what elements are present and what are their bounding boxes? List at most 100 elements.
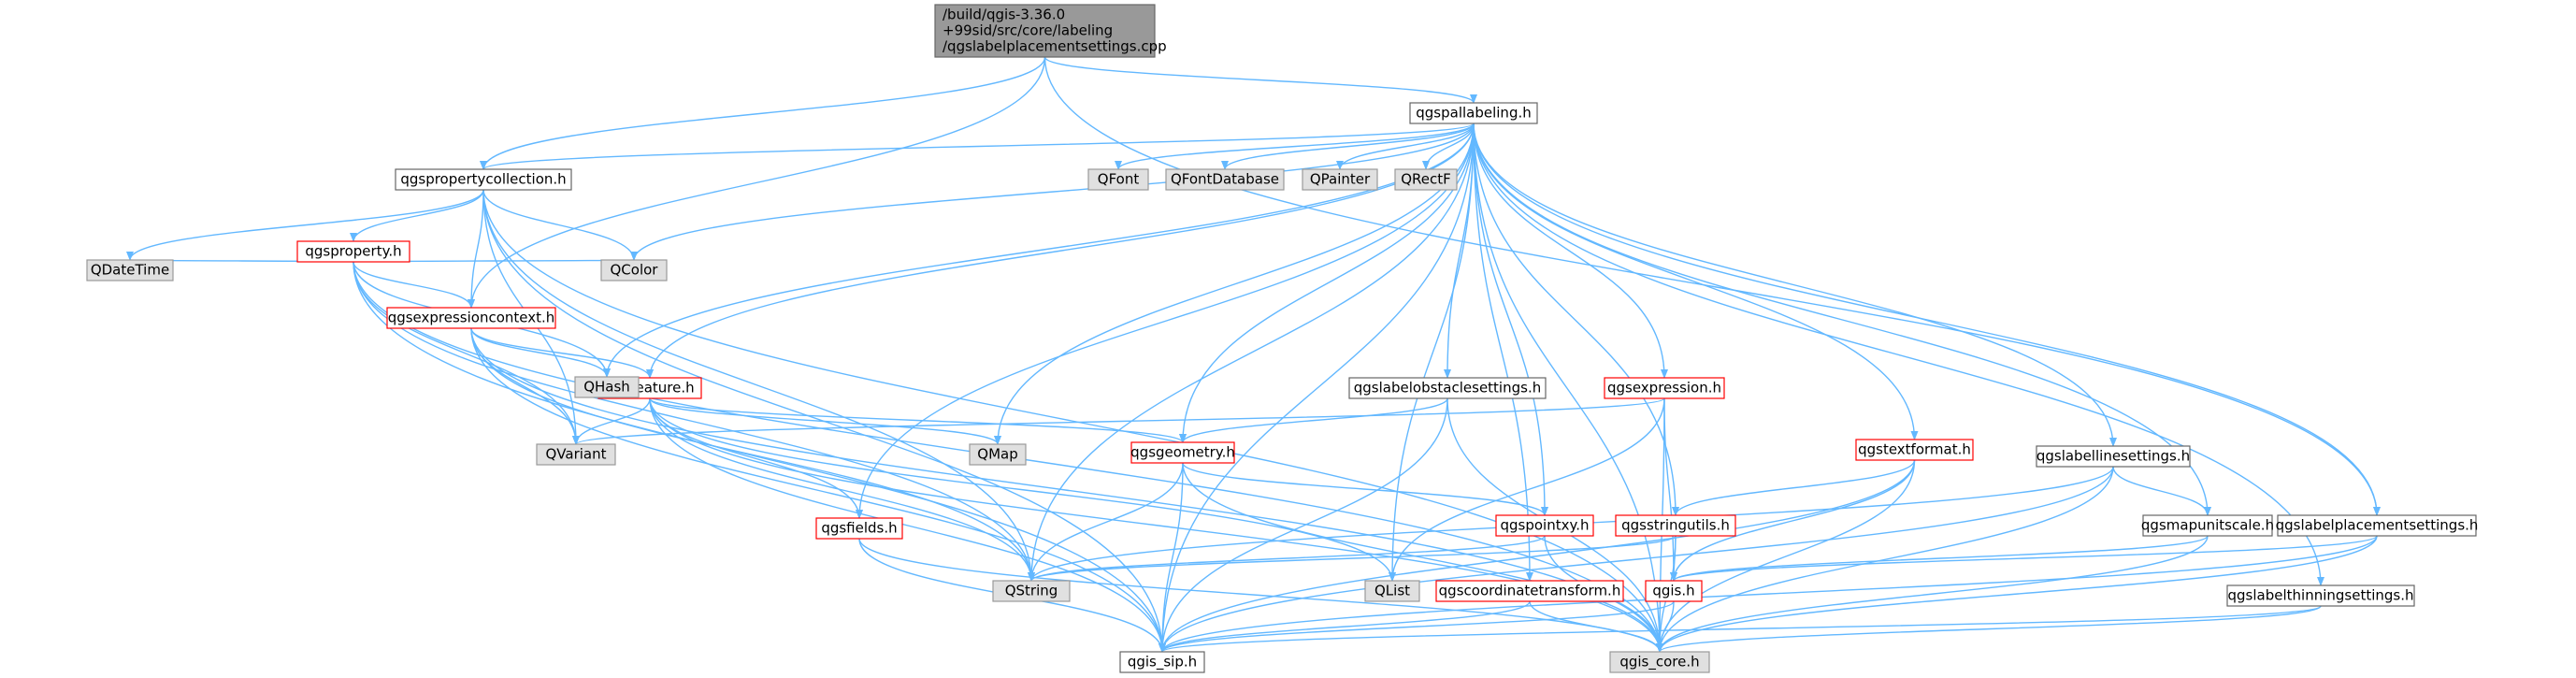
node-box [86,259,174,281]
edge-qgsgeometry-to-qgis_sip [1158,462,1184,653]
node-box [386,307,556,329]
edge-qgstextformat-to-qgis_sip [1158,459,1916,653]
edge-qgstextformat-to-qgis_core [1656,459,1916,653]
edge-qgscoordinatetransform-to-qgis_core [1529,600,1663,653]
node-qgsgeometry[interactable]: qgsgeometry.h [1130,441,1235,464]
edge-qgspropertycollection-to-QString [482,189,1035,582]
node-label: qgsexpressioncontext.h [388,310,555,326]
node-label: QRectF [1401,171,1451,188]
node-qpainter[interactable]: QPainter [1302,168,1378,191]
edge-qgspallabeling-to-qgsfeature [646,123,1475,379]
node-qgslabelobstaclesettings[interactable]: qgslabelobstaclesettings.h [1348,377,1547,399]
node-qhash[interactable]: QHash [574,376,640,398]
node-qgsexpression[interactable]: qgsexpression.h [1604,377,1725,399]
node-qgslabelplacementsettings[interactable]: qgslabelplacementsettings.h [2276,514,2479,537]
node-qgstextformat[interactable]: qgstextformat.h [1855,439,1974,461]
edge-qgspallabeling-to-QPainter [1336,123,1475,170]
edge-qgsexpressioncontext-to-QString [470,327,1035,582]
node-label: QHash [583,379,630,396]
edge-qgsexpressioncontext-to-QHash [470,327,611,378]
node-qstring[interactable]: QString [992,580,1071,602]
dependency-edges [126,56,2381,653]
edge-qgspropertycollection-to-qgsproperty [350,189,484,242]
edge-qgspallabeling-to-qgsfields [856,123,1475,519]
node-qgslabellinesettings[interactable]: qgslabellinesettings.h [2036,445,2191,468]
node-root[interactable]: /build/qgis-3.36.0+99sid/src/core/labeli… [934,4,1167,58]
edge-qgsexpression-to-QVariant [572,397,1665,445]
node-qmap[interactable]: QMap [969,443,1027,466]
node-qgsexpressioncontext[interactable]: qgsexpressioncontext.h [386,307,556,329]
edge-qgspallabeling-to-QString [1028,123,1475,582]
node-label: qgis_sip.h [1128,654,1197,671]
node-box [992,580,1071,602]
node-qgsfields[interactable]: qgsfields.h [815,517,903,540]
node-label: QVariant [545,446,606,463]
node-qgspointxy[interactable]: qgspointxy.h [1495,514,1594,537]
node-qgis-sip[interactable]: qgis_sip.h [1119,651,1205,673]
node-qgis[interactable]: qgis.h [1645,580,1703,602]
node-label: qgis.h [1652,583,1694,599]
edge-qgspallabeling-to-qgspropertycollection [480,123,1475,170]
edge-qgslabelthinningsettings-to-qgis_sip [1158,605,2322,653]
edge-qgslabelplacementsettings-to-qgis_sip [1158,535,2378,653]
node-qrectf[interactable]: QRectF [1394,168,1458,191]
node-qfont[interactable]: QFont [1087,168,1149,191]
node-qcolor[interactable]: QColor [600,259,668,281]
node-qgscoordinatetransform[interactable]: qgscoordinatetransform.h [1435,580,1624,602]
node-label: qgslabelthinningsettings.h [2228,587,2414,604]
node-box [296,240,410,263]
edge-qgsmapunitscale-to-qgis [1670,535,2209,582]
node-label: QString [1005,583,1058,599]
node-qgsstringutils[interactable]: qgsstringutils.h [1615,514,1736,537]
node-label: qgslabelobstaclesettings.h [1354,380,1541,397]
node-qgis-core[interactable]: qgis_core.h [1609,651,1710,673]
node-label: qgsmapunitscale.h [2141,517,2274,534]
node-label: /build/qgis-3.36.0 [943,7,1065,23]
edge-qgspropertycollection-to-QDateTime [126,189,484,261]
edge-root-to-qgspropertycollection [480,56,1046,170]
node-box [1604,377,1725,399]
node-box [1130,441,1235,464]
node-qgslabelthinningsettings[interactable]: qgslabelthinningsettings.h [2226,584,2415,607]
node-label: /qgslabelplacementsettings.cpp [943,38,1167,55]
node-label: qgsexpression.h [1607,380,1721,397]
node-qgspallabeling[interactable]: qgspallabeling.h [1409,102,1538,124]
edge-qgslabelobstaclesettings-to-qgis_sip [1158,397,1448,653]
node-label: QList [1374,583,1410,599]
edge-root-to-qgslabelplacementsettings [1043,56,2381,516]
node-qvariant[interactable]: QVariant [536,443,616,466]
node-label: qgspropertycollection.h [400,171,566,188]
node-qlist[interactable]: QList [1364,580,1420,602]
edge-qgspallabeling-to-qgslabelthinningsettings [1473,123,2324,586]
edge-qgspallabeling-to-qgspointxy [1473,123,1548,516]
node-box [2036,445,2191,468]
edge-qgsgeometry-to-qgis_core [1182,462,1663,653]
edge-qgslabellinesettings-to-qgis_core [1656,466,2114,653]
node-qgsmapunitscale[interactable]: qgsmapunitscale.h [2141,514,2274,537]
node-qdatetime[interactable]: QDateTime [86,259,174,281]
node-box [600,259,668,281]
node-label: QPainter [1310,171,1371,188]
node-label: qgslabellinesettings.h [2036,448,2190,465]
edge-qgspallabeling-to-qgsmapunitscale [1473,123,2211,516]
node-qfontdatabase[interactable]: QFontDatabase [1165,168,1285,191]
edge-qgsgeometry-to-QString [1028,462,1184,582]
edge-qgis-to-qgis_sip [1158,600,1675,653]
node-label: QFontDatabase [1171,171,1279,188]
edge-qgsfeature-to-qgis_sip [649,397,1166,653]
node-box [2226,584,2415,607]
node-label: qgscoordinatetransform.h [1439,583,1621,599]
edge-qgsproperty-to-qgis_sip [353,261,1166,653]
edge-qgspallabeling-to-QFont [1115,123,1475,170]
edge-qgspallabeling-to-qgsexpression [1473,123,1668,379]
node-label: QFont [1098,171,1140,188]
node-box [1087,168,1149,191]
node-qgsproperty[interactable]: qgsproperty.h [296,240,410,263]
edge-root-to-qgspallabeling [1043,56,1477,104]
node-box [1409,102,1538,124]
edge-qgstextformat-to-qgsstringutils [1672,459,1916,516]
node-box [574,376,640,398]
edge-qgspointxy-to-QString [1028,535,1546,582]
node-qgspropertycollection[interactable]: qgspropertycollection.h [395,168,572,191]
